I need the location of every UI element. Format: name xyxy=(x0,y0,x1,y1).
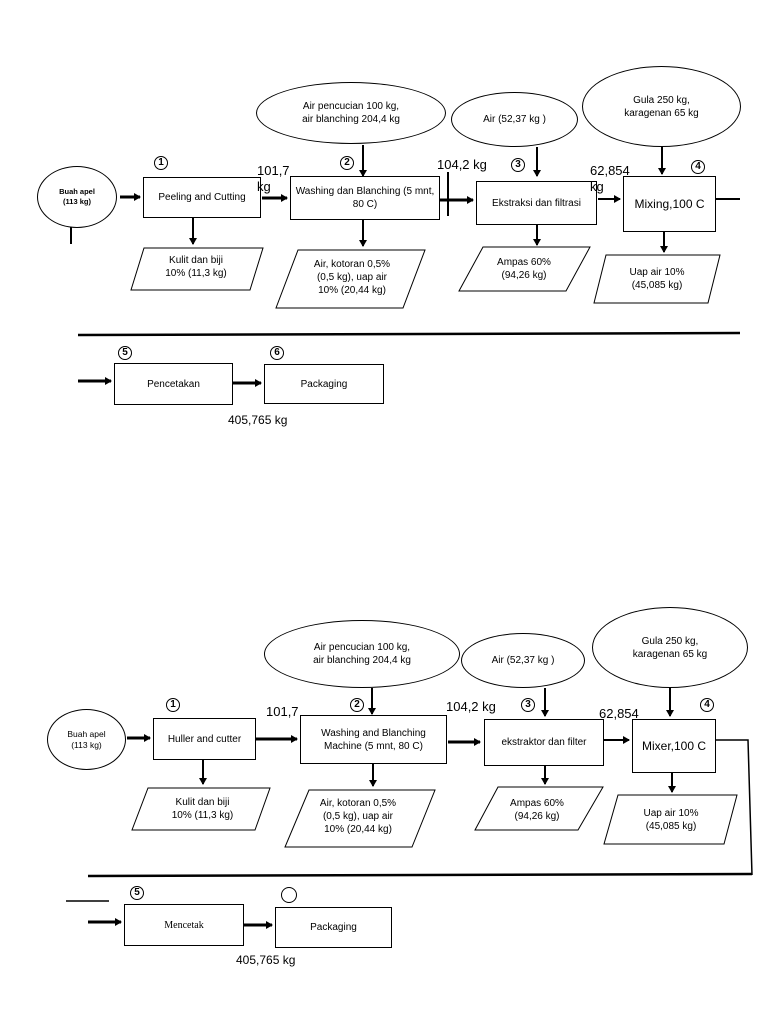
output-shape-1b xyxy=(131,787,271,831)
step-mencetak: Mencetak xyxy=(124,904,244,946)
output-shape-2 xyxy=(275,249,426,309)
flow-label-2b: 104,2 kg xyxy=(446,699,496,714)
step-number-4b: 4 xyxy=(700,698,714,712)
step-number-2: 2 xyxy=(340,156,354,170)
step-number-6b-empty xyxy=(281,887,297,903)
step-packaging-2: Packaging xyxy=(275,907,392,948)
flow-label-1: 101,7 kg xyxy=(257,163,290,194)
step-number-5: 5 xyxy=(118,346,132,360)
step-ekstraktor-filter: ekstraktor dan filter xyxy=(484,719,604,766)
output-uap-air: Uap air 10% (45,085 kg) xyxy=(629,267,685,291)
output-air-kotoran-2: Air, kotoran 0,5% (0,5 kg), uap air 10% … xyxy=(319,798,397,835)
input-apple-oval-2: Buah apel (113 kg) xyxy=(47,709,126,770)
step-number-2b: 2 xyxy=(350,698,364,712)
flow-label-3b: 62,854 xyxy=(599,706,639,721)
flow-label-2: 104,2 kg xyxy=(437,157,487,172)
input-air-pencucian-oval-2: Air pencucian 100 kg, air blanching 204,… xyxy=(264,620,460,688)
output-shape-3b xyxy=(474,786,604,831)
output-shape-4 xyxy=(593,254,721,304)
output-ampas-2: Ampas 60% (94,26 kg) xyxy=(510,798,564,822)
step-washing-blanching-machine: Washing and Blanching Machine (5 mnt, 80… xyxy=(300,715,447,764)
output-kulit-biji: Kulit dan biji 10% (11,3 kg) xyxy=(165,255,227,279)
output-ampas: Ampas 60% (94,26 kg) xyxy=(497,257,551,281)
input-air-pencucian-oval: Air pencucian 100 kg, air blanching 204,… xyxy=(256,82,446,144)
output-uap-air-2: Uap air 10% (45,085 kg) xyxy=(643,808,699,832)
step-number-6: 6 xyxy=(270,346,284,360)
step-washing-blanching: Washing dan Blanching (5 mnt, 80 C) xyxy=(290,176,440,220)
step-number-3: 3 xyxy=(511,158,525,172)
step-packaging: Packaging xyxy=(264,364,384,404)
step-number-4: 4 xyxy=(691,160,705,174)
input-apple-oval: Buah apel (113 kg) xyxy=(37,166,117,228)
output-shape-3 xyxy=(458,246,591,292)
output-shape-1 xyxy=(130,247,264,291)
output-kulit-biji-2: Kulit dan biji 10% (11,3 kg) xyxy=(171,797,234,821)
step-pencetakan: Pencetakan xyxy=(114,363,233,405)
input-air-oval: Air (52,37 kg ) xyxy=(451,92,578,147)
flow-label-1b: 101,7 xyxy=(266,704,299,719)
input-gula-oval: Gula 250 kg, karagenan 65 kg xyxy=(582,66,741,147)
step-number-1b: 1 xyxy=(166,698,180,712)
final-weight-label: 405,765 kg xyxy=(228,413,288,427)
step-number-5b: 5 xyxy=(130,886,144,900)
step-number-3b: 3 xyxy=(521,698,535,712)
step-mixer: Mixer,100 C xyxy=(632,719,716,773)
output-shape-2b xyxy=(284,789,436,848)
input-gula-oval-2: Gula 250 kg, karagenan 65 kg xyxy=(592,607,748,688)
step-number-1: 1 xyxy=(154,156,168,170)
step-ekstraksi-filtrasi: Ekstraksi dan filtrasi xyxy=(476,181,597,225)
flow-label-3: 62,854 kg xyxy=(590,163,630,194)
output-shape-4b xyxy=(603,794,738,845)
step-mixing: Mixing,100 C xyxy=(623,176,716,232)
step-peeling-cutting: Peeling and Cutting xyxy=(143,177,261,218)
step-huller-cutter: Huller and cutter xyxy=(153,718,256,760)
output-air-kotoran: Air, kotoran 0,5% (0,5 kg), uap air 10% … xyxy=(313,259,391,296)
input-air-oval-2: Air (52,37 kg ) xyxy=(461,633,585,688)
final-weight-label-2: 405,765 kg xyxy=(236,953,296,967)
